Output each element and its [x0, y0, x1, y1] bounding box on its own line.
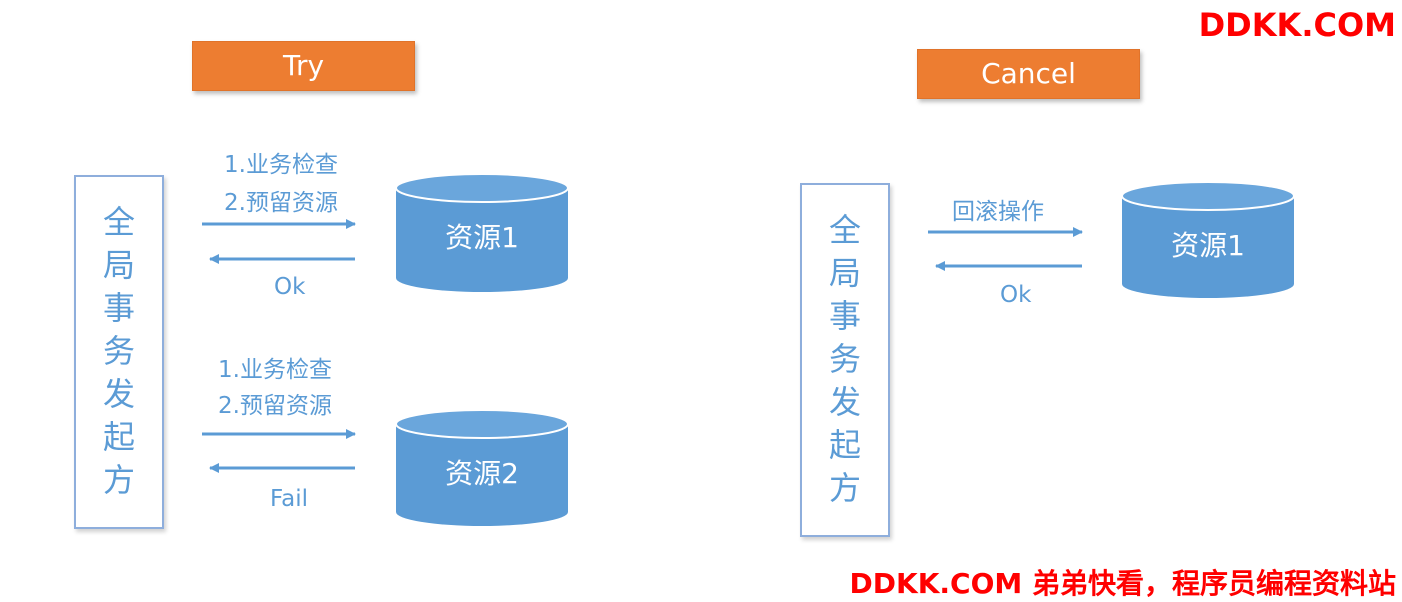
cancel-response-label: Ok — [1000, 282, 1032, 308]
try-resource-1-label: 资源1 — [445, 221, 519, 254]
try-phase-label: Try — [192, 41, 415, 91]
try-resource-1-cylinder — [395, 173, 569, 292]
watermark-top: DDKK.COM — [1198, 6, 1396, 44]
try-initiator-label: 全局事务发起方 — [102, 203, 135, 499]
try-flow2-response: Fail — [270, 486, 308, 512]
cancel-initiator-label: 全局事务发起方 — [828, 211, 861, 507]
watermark-bottom: DDKK.COM 弟弟快看，程序员编程资料站 — [849, 567, 1396, 600]
try-flow2-step1: 1.业务检查 — [218, 357, 332, 383]
try-flow1-step1: 1.业务检查 — [224, 152, 338, 178]
cancel-resource-1-cylinder — [1121, 181, 1295, 298]
cancel-resource-1-label: 资源1 — [1171, 229, 1245, 262]
try-initiator-box: 全局事务发起方 — [74, 175, 164, 529]
try-flow1-step2: 2.预留资源 — [224, 190, 338, 216]
try-flow2-step2: 2.预留资源 — [218, 393, 332, 419]
try-resource-2-cylinder — [395, 409, 569, 526]
cancel-phase-label: Cancel — [917, 49, 1140, 99]
try-resource-2-label: 资源2 — [445, 457, 519, 490]
cancel-action-label: 回滚操作 — [952, 199, 1044, 225]
try-flow1-response: Ok — [274, 274, 306, 300]
cancel-initiator-box: 全局事务发起方 — [800, 183, 890, 537]
